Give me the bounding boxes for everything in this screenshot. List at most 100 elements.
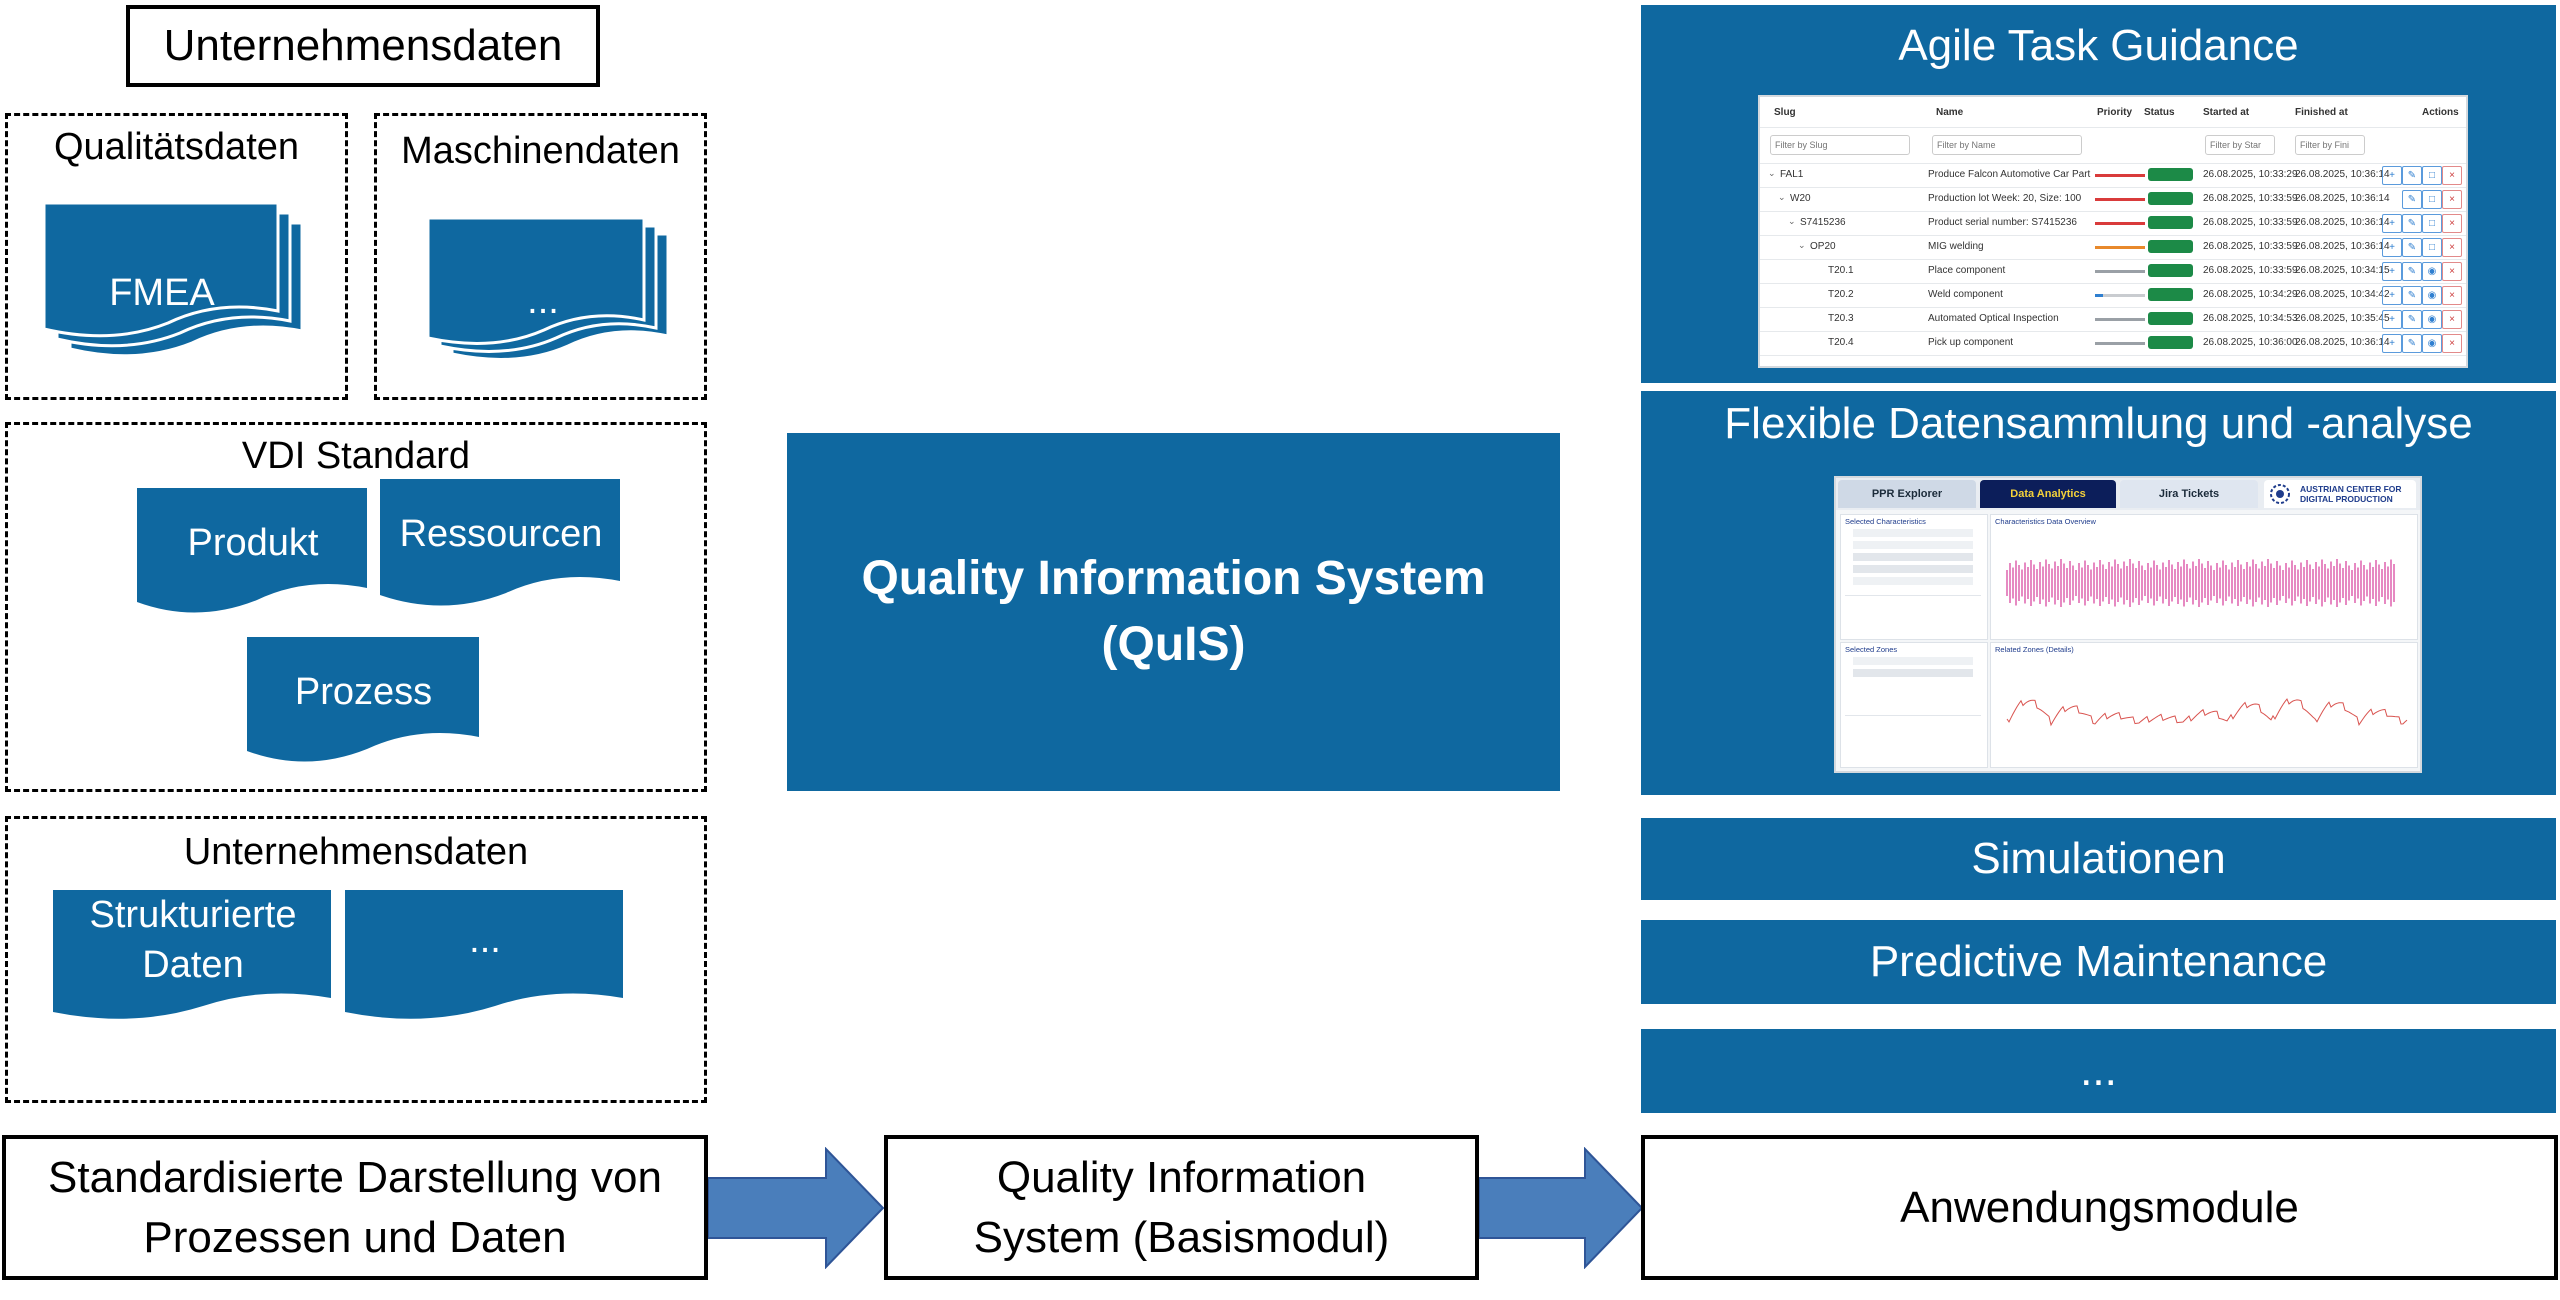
row-slug: T20.4: [1828, 337, 1854, 348]
tab-data-analytics[interactable]: Data Analytics: [1980, 480, 2116, 508]
row-name: Production lot Week: 20, Size: 100: [1928, 193, 2082, 204]
qualitaetsdaten-title: Qualitätsdaten: [53, 126, 300, 168]
characteristics-sidebar-title: Selected Characteristics: [1845, 517, 1926, 526]
maschinendaten-document-stack: ...: [428, 218, 670, 373]
delete-button[interactable]: ×: [2442, 190, 2462, 209]
view-button[interactable]: □: [2422, 238, 2442, 257]
acdp-logo-text-1: AUSTRIAN CENTER FOR: [2300, 484, 2402, 494]
edit-button[interactable]: ✎: [2402, 310, 2422, 329]
tab-ppr-explorer-label: PPR Explorer: [1871, 488, 1943, 500]
col-slug: Slug: [1774, 107, 1796, 118]
zones-signal-plot: [2006, 698, 2408, 727]
view-button[interactable]: ◉: [2422, 310, 2442, 329]
col-finished: Finished at: [2295, 107, 2348, 118]
characteristics-signal-plot: [2006, 559, 2395, 607]
filter-slug-input[interactable]: [1770, 135, 1910, 155]
filter-name-input[interactable]: [1932, 135, 2082, 155]
priority-bar: [2095, 222, 2145, 225]
agile-task-guidance-title: Agile Task Guidance: [1898, 21, 2299, 70]
row-slug: W20: [1790, 193, 1811, 204]
status-badge: [2148, 240, 2193, 253]
delete-button[interactable]: ×: [2442, 262, 2462, 281]
view-button[interactable]: □: [2422, 214, 2442, 233]
delete-button[interactable]: ×: [2442, 238, 2462, 257]
view-button[interactable]: ◉: [2422, 334, 2442, 353]
delete-button[interactable]: ×: [2442, 310, 2462, 329]
view-button[interactable]: ◉: [2422, 286, 2442, 305]
row-started: 26.08.2025, 10:33:59: [2203, 265, 2298, 276]
row-finished: 26.08.2025, 10:34:42: [2295, 289, 2390, 300]
add-button[interactable]: +: [2382, 286, 2402, 305]
add-button[interactable]: +: [2382, 214, 2402, 233]
maschinendaten-title: Maschinendaten: [401, 130, 680, 172]
chevron-down-icon[interactable]: ⌄: [1768, 168, 1776, 178]
unternehmensdaten-group: Unternehmensdaten: [5, 816, 707, 1103]
qualitaetsdaten-group: Qualitätsdaten: [5, 113, 348, 400]
agile-task-guidance-module: Agile Task Guidance Slug Name Priority S…: [1641, 5, 2556, 383]
characteristics-list: [1853, 529, 1973, 589]
chevron-down-icon[interactable]: ⌄: [1788, 216, 1796, 226]
task-table-screenshot: Slug Name Priority Status Started at Fin…: [1758, 95, 2468, 368]
characteristics-chart-panel: Characteristics Data Overview: [1990, 514, 2418, 640]
edit-button[interactable]: ✎: [2402, 286, 2422, 305]
delete-button[interactable]: ×: [2442, 214, 2462, 233]
tab-ppr-explorer[interactable]: PPR Explorer: [1838, 480, 1976, 508]
standardisierte-darstellung-line2: Prozessen und Daten: [143, 1212, 567, 1262]
characteristics-filter-rows: [1845, 595, 1981, 634]
row-name: Produce Falcon Automotive Car Part: [1928, 169, 2091, 180]
add-button[interactable]: +: [2382, 238, 2402, 257]
row-finished: 26.08.2025, 10:36:14: [2295, 193, 2390, 204]
row-slug: T20.3: [1828, 313, 1854, 324]
edit-button[interactable]: ✎: [2402, 334, 2422, 353]
edit-button[interactable]: ✎: [2402, 214, 2422, 233]
arrow-right-1: [708, 1147, 886, 1269]
status-badge: [2148, 264, 2193, 277]
row-slug: OP20: [1810, 241, 1836, 252]
view-button[interactable]: □: [2422, 190, 2442, 209]
delete-button[interactable]: ×: [2442, 286, 2462, 305]
flexible-datensammlung-module: Flexible Datensammlung und -analyse PPR …: [1641, 391, 2556, 795]
chevron-down-icon[interactable]: ⌄: [1778, 192, 1786, 202]
add-button[interactable]: +: [2382, 262, 2402, 281]
unternehmensdaten-group-title: Unternehmensdaten: [183, 831, 529, 873]
more-modules: ...: [1641, 1029, 2556, 1113]
zones-filter-rows: [1845, 715, 1981, 762]
zones-chart-panel: Related Zones (Details): [1990, 642, 2418, 768]
characteristics-sidebar: Selected Characteristics: [1840, 514, 1988, 640]
delete-button[interactable]: ×: [2442, 166, 2462, 185]
status-badge: [2148, 168, 2193, 181]
filter-finished-input[interactable]: [2295, 135, 2365, 155]
add-button[interactable]: +: [2382, 334, 2402, 353]
row-slug: T20.1: [1828, 265, 1854, 276]
add-button[interactable]: +: [2382, 310, 2402, 329]
table-row[interactable]: ⌄ W20 Production lot Week: 20, Size: 100 26…: [1760, 187, 2466, 212]
edit-button[interactable]: ✎: [2402, 262, 2422, 281]
view-button[interactable]: □: [2422, 166, 2442, 185]
priority-bar: [2095, 318, 2145, 321]
row-started: 26.08.2025, 10:34:29: [2203, 289, 2298, 300]
chevron-down-icon[interactable]: ⌄: [1798, 240, 1806, 250]
edit-button[interactable]: ✎: [2402, 238, 2422, 257]
produkt-label: Produkt: [187, 522, 319, 564]
delete-button[interactable]: ×: [2442, 334, 2462, 353]
strukturierte-daten-document: Strukturierte Daten: [53, 890, 333, 1025]
zones-sidebar-title: Selected Zones: [1845, 645, 1898, 654]
unternehmensdaten-title: Unternehmensdaten: [163, 21, 563, 70]
col-name: Name: [1936, 107, 1964, 118]
edit-button[interactable]: ✎: [2402, 190, 2422, 209]
add-button[interactable]: +: [2382, 166, 2402, 185]
view-button[interactable]: ◉: [2422, 262, 2442, 281]
task-table-filters: [1760, 127, 2466, 164]
arrow-right-2: [1479, 1147, 1645, 1269]
tab-jira-tickets[interactable]: Jira Tickets: [2120, 480, 2258, 508]
filter-started-input[interactable]: [2205, 135, 2275, 155]
edit-button[interactable]: ✎: [2402, 166, 2422, 185]
acdp-logo-text-2: DIGITAL PRODUCTION: [2300, 494, 2393, 504]
